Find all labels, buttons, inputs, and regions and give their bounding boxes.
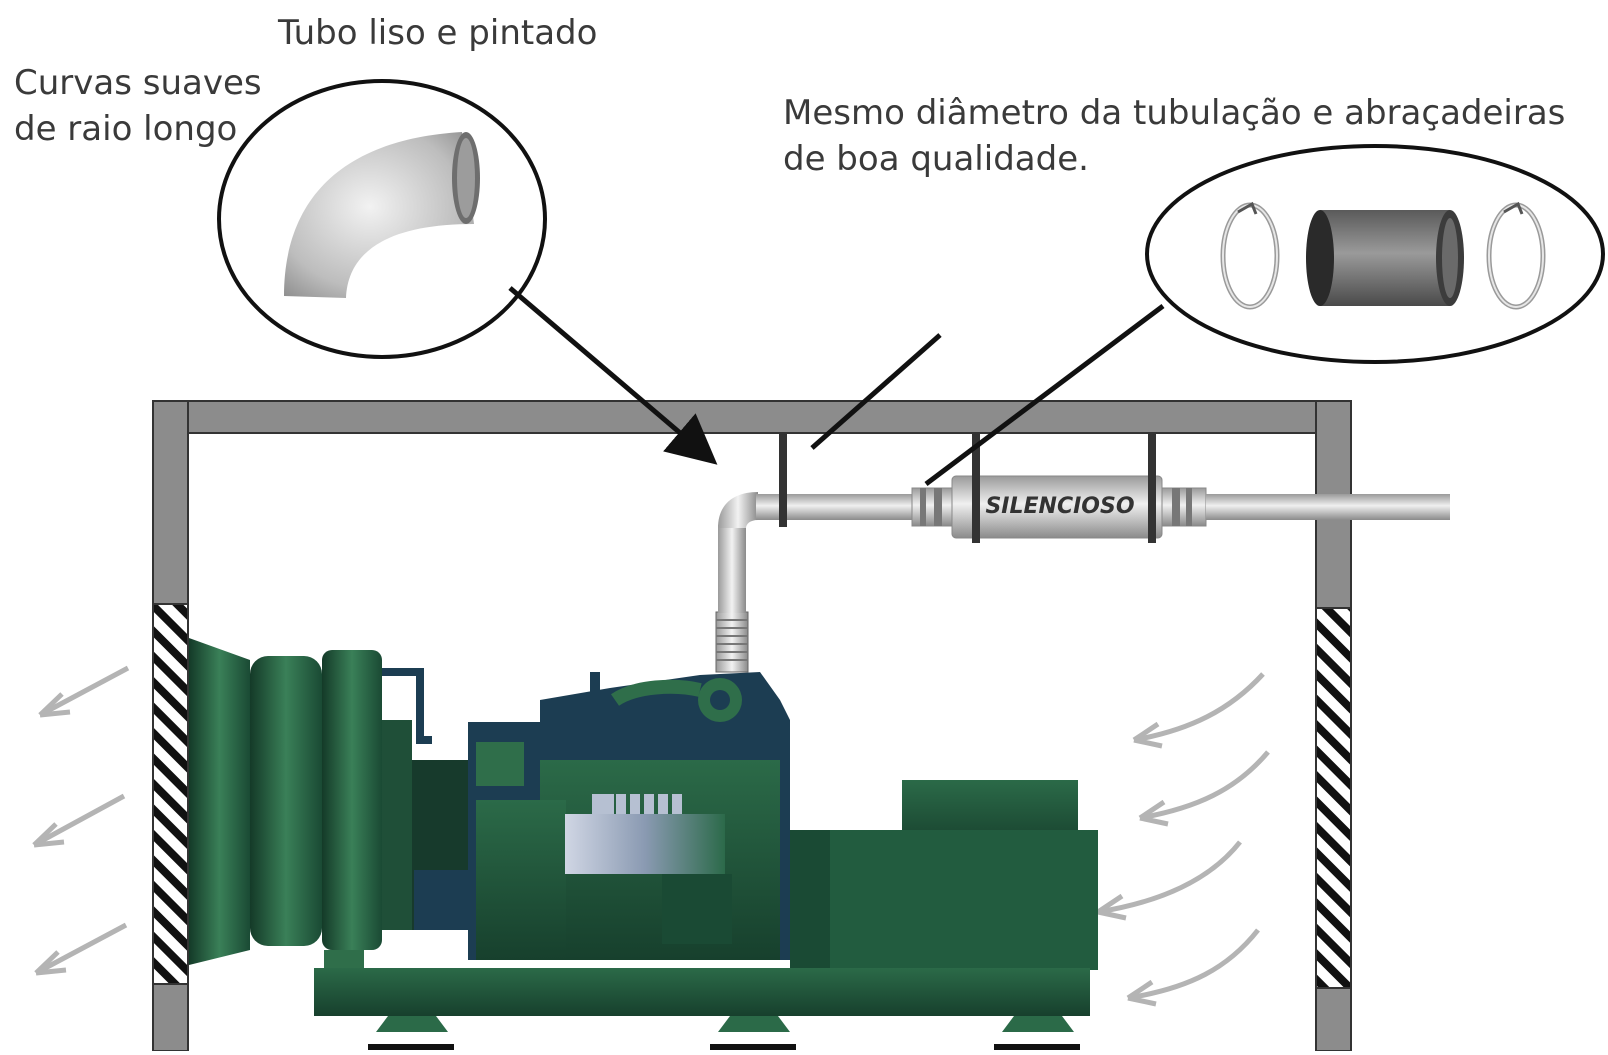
pipe-label: Tubo liso e pintado (278, 13, 598, 53)
right-louver-opening (1315, 607, 1352, 989)
radiator-core (382, 720, 412, 930)
pipe-hanger-3 (1148, 433, 1156, 543)
room-frame (152, 400, 1352, 1052)
vertical-exhaust-pipe (718, 525, 746, 613)
airflow-out-arrows (32, 665, 130, 976)
airflow-in-arrows (1096, 672, 1270, 1007)
airflow-arrow-icon (1133, 672, 1265, 743)
left-louver-opening (152, 603, 189, 985)
curves-label-line2: de raio longo (14, 109, 238, 149)
clamp-icon (1486, 201, 1546, 310)
curves-label-line1: Curvas suaves (14, 63, 262, 103)
diameter-label: Mesmo diâmetro da tubulação e abraçadeir… (783, 90, 1565, 182)
curves-label: Curvas suaves de raio longo (14, 60, 262, 152)
pipe-hanger-1 (779, 433, 787, 527)
airflow-arrow-icon (1127, 928, 1260, 1001)
roof (152, 400, 1352, 434)
outlet-pipe (1206, 494, 1450, 520)
airflow-arrow-icon (38, 665, 130, 718)
radiator-ring-1 (250, 656, 322, 946)
diameter-label-line1: Mesmo diâmetro da tubulação e abraçadeir… (783, 93, 1566, 133)
airflow-arrow-icon (1139, 750, 1270, 821)
base-skid (314, 968, 1090, 1016)
exhaust-manifold (565, 794, 725, 874)
exhaust-system: SILENCIOSO (715, 433, 1450, 673)
generator-icon (189, 638, 1098, 1050)
pipe-hanger-2 (972, 433, 980, 543)
hanger-pointer-line (810, 333, 942, 450)
airflow-arrow-icon (34, 922, 128, 976)
radiator-hose (382, 668, 432, 744)
diameter-label-line2: de boa qualidade. (783, 139, 1089, 179)
clamp-icon (1220, 201, 1280, 310)
elbow-callout (217, 79, 718, 465)
airflow-arrow-icon (32, 793, 126, 848)
alternator-body (790, 830, 1098, 970)
coupling-pointer-line (924, 304, 1165, 486)
coupling-callout (924, 144, 1605, 486)
elbow-pipe-icon (284, 132, 480, 298)
elbow-pointer-line (508, 286, 718, 465)
exhaust-elbow (718, 492, 758, 528)
coupling-sleeve-icon (1306, 210, 1464, 306)
radiator-shroud (189, 638, 250, 965)
airflow-arrow-icon (1097, 840, 1242, 915)
radiator-ring-2 (322, 650, 382, 950)
vibration-mounts (368, 1016, 1080, 1050)
silencer-label: SILENCIOSO (985, 494, 1134, 519)
